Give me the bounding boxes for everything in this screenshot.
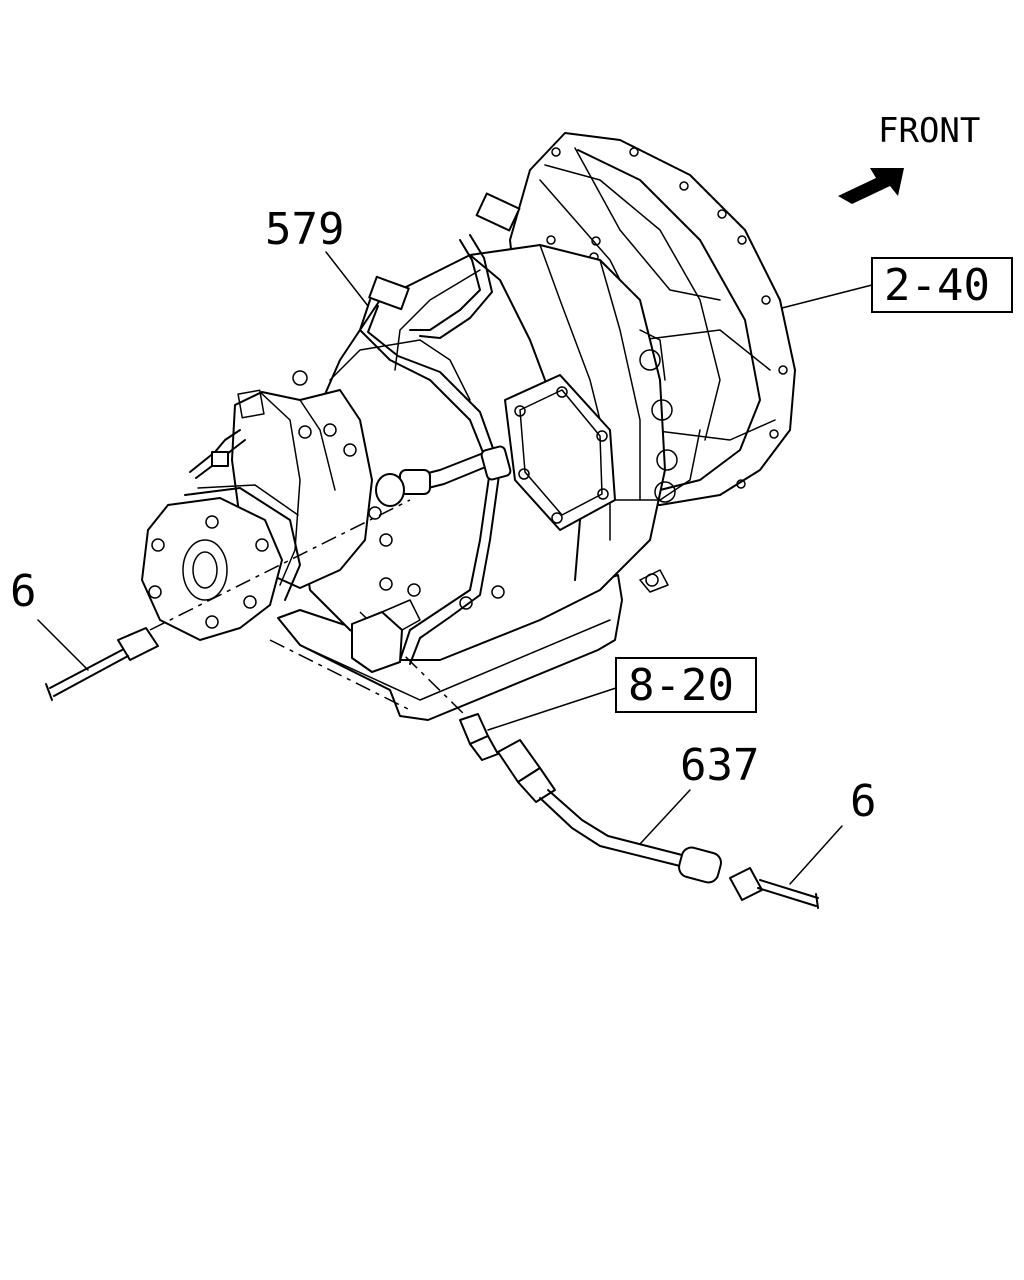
callout-637: 637 bbox=[639, 740, 759, 845]
callout-8-20-label: 8-20 bbox=[628, 660, 734, 711]
output-flange bbox=[141, 484, 301, 641]
callout-2-40[interactable]: 2-40 bbox=[781, 257, 1013, 313]
callout-6-right-label: 6 bbox=[850, 776, 877, 827]
terminal-6-right bbox=[729, 867, 819, 909]
callout-2-40-label: 2-40 bbox=[884, 260, 990, 311]
callout-579: 579 bbox=[265, 204, 369, 307]
pan-dashed-edge bbox=[269, 639, 411, 711]
terminal-6-left bbox=[45, 627, 159, 701]
wiring-harness-579 bbox=[189, 192, 521, 665]
callout-6-left-label: 6 bbox=[10, 566, 37, 617]
front-indicator: FRONT bbox=[838, 111, 980, 204]
front-arrow-icon bbox=[838, 168, 904, 204]
callout-637-label: 637 bbox=[680, 740, 759, 791]
callout-579-label: 579 bbox=[265, 204, 344, 255]
side-cover bbox=[504, 374, 616, 531]
speed-sensor-637 bbox=[459, 713, 722, 884]
callout-8-20[interactable]: 8-20 bbox=[487, 657, 757, 731]
transmission-assembly bbox=[141, 132, 796, 721]
front-label: FRONT bbox=[878, 111, 980, 151]
callout-6-right: 6 bbox=[789, 776, 877, 885]
sensor-bracket bbox=[351, 599, 421, 673]
callout-6-left: 6 bbox=[10, 566, 89, 671]
